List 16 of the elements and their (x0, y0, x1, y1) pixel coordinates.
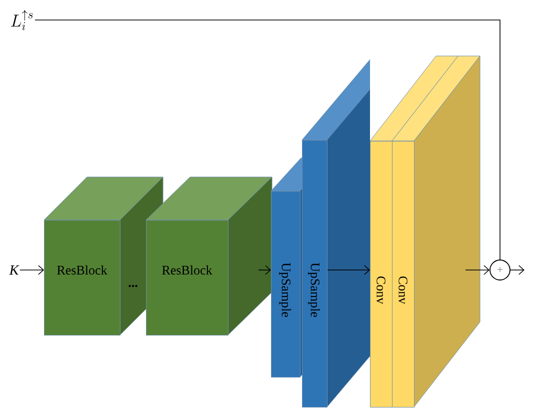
arrow (327, 265, 370, 275)
resblock-cube: ResBlock (146, 176, 272, 336)
node-label: Conv (398, 276, 408, 304)
arrow (510, 265, 524, 275)
node-label: UpSample (308, 262, 320, 317)
upsample-slab: UpSample (270, 158, 302, 378)
conv-slab: Conv (392, 56, 480, 408)
arrow (465, 265, 490, 275)
arrow (258, 265, 271, 275)
upsample-slab: UpSample (302, 59, 370, 408)
conv-slab: Conv (370, 112, 392, 408)
input-label: K (9, 265, 20, 275)
connector-line (34, 20, 500, 260)
ellipsis-label: ... (128, 284, 138, 288)
formula-label: $L_i^{\uparrow s}$ (11, 10, 33, 30)
arrow (19, 265, 44, 275)
